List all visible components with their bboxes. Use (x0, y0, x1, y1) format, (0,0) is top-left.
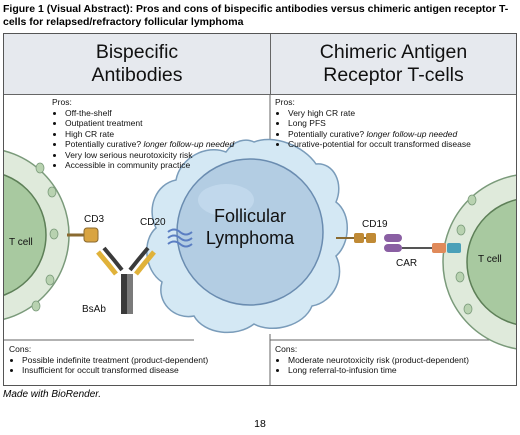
t-cell-left-label: T cell (9, 237, 33, 248)
left-pros-heading: Pros: (52, 97, 72, 107)
right-cons: Cons: Moderate neurotoxicity risk (produ… (275, 344, 513, 376)
right-pros: Pros: Very high CR rate Long PFS Potenti… (275, 97, 513, 150)
cd19-label: CD19 (362, 219, 388, 230)
left-pros-item: Accessible in community practice (65, 160, 262, 171)
visual-abstract-panel: Bispecific Antibodies Chimeric Antigen R… (3, 33, 517, 386)
t-cell-right-label: T cell (478, 254, 502, 265)
header-divider (270, 34, 271, 94)
right-pros-item-text: Potentially curative? (288, 128, 365, 139)
bsab-label: BsAb (82, 304, 106, 315)
left-header-line2: Antibodies (91, 64, 183, 86)
car-receptor (384, 234, 461, 253)
left-pros-item-curative: Potentially curative? longer follow-up n… (65, 139, 262, 150)
car-label: CAR (396, 258, 418, 269)
right-cons-heading: Cons: (275, 344, 298, 354)
header-bottom-border (4, 94, 516, 95)
left-cons-item: Insufficient for occult transformed dise… (22, 365, 264, 376)
right-pros-heading: Pros: (275, 97, 295, 107)
page-number: 18 (254, 418, 266, 430)
left-cons-heading: Cons: (9, 344, 32, 354)
follicular-label: Follicular (213, 206, 287, 226)
right-header: Chimeric Antigen Receptor T-cells (271, 34, 516, 94)
right-pros-item: Very high CR rate (288, 108, 513, 119)
cd20-receptor (167, 228, 193, 248)
left-pros-note: longer follow-up needed (143, 139, 235, 149)
left-header-line1: Bispecific (95, 41, 179, 63)
cd3-label: CD3 (84, 214, 105, 225)
lymphoma-cell (146, 138, 348, 334)
right-pros-item: Curative-potential for occult transforme… (288, 139, 513, 150)
cd19-receptor (336, 233, 376, 243)
right-pros-item: Long PFS (288, 118, 513, 129)
right-pros-item-curative: Potentially curative? longer follow-up n… (288, 129, 513, 140)
cd3-receptor (67, 227, 99, 243)
left-pros-item: Outpatient treatment (65, 118, 262, 129)
left-cons-item: Possible indefinite treatment (product-d… (22, 355, 264, 366)
left-pros-item: Off-the-shelf (65, 108, 262, 119)
bsab-antibody (96, 246, 156, 314)
left-pros-item: Very low serious neurotoxicity risk (65, 150, 262, 161)
lymphoma-label: Lymphoma (205, 228, 295, 248)
illustration (4, 95, 516, 385)
footer-note: Made with BioRender. (3, 389, 102, 400)
left-pros-item-text: Potentially curative? (65, 139, 142, 149)
right-cons-item: Moderate neurotoxicity risk (product-dep… (288, 355, 513, 366)
right-header-line1: Chimeric Antigen (319, 41, 468, 63)
left-t-cell (4, 150, 70, 320)
right-header-line2: Receptor T-cells (323, 64, 464, 86)
cd20-label: CD20 (140, 217, 166, 228)
figure-title: Figure 1 (Visual Abstract): Pros and con… (3, 3, 509, 28)
right-t-cell (442, 174, 516, 350)
left-pros-item: High CR rate (65, 129, 262, 140)
right-pros-note: longer follow-up needed (366, 128, 458, 139)
right-cons-item: Long referral-to-infusion time (288, 365, 513, 376)
left-pros: Pros: Off-the-shelf Outpatient treatment… (52, 97, 262, 171)
left-cons: Cons: Possible indefinite treatment (pro… (9, 344, 264, 376)
left-header: Bispecific Antibodies (4, 34, 270, 94)
